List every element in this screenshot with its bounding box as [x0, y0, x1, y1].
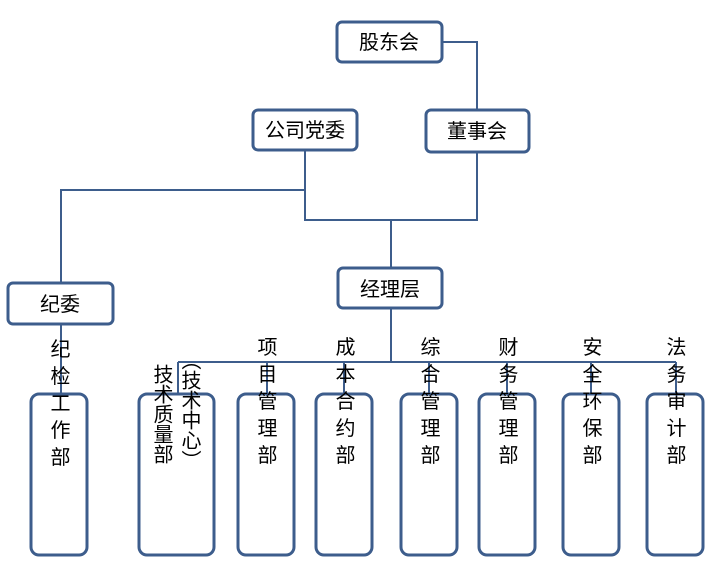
node-project-mgmt-dept: 项目管理部 — [236, 337, 296, 557]
node-management-label: 经理层 — [360, 277, 420, 301]
node-legal-audit-dept: 法务审计部 — [645, 336, 705, 557]
connector-party-to-management — [304, 150, 391, 221]
node-general-mgmt-dept-label: 综合管理部 — [417, 336, 441, 471]
node-cost-contract-dept-label: 成本合约部 — [332, 336, 356, 471]
node-tech-quality-dept-note: （技术中心） — [178, 350, 202, 470]
node-safety-env-dept-label: 安全环保部 — [579, 336, 603, 471]
node-shareholders: 股东会 — [335, 20, 444, 64]
node-discipline-dept: 纪检工作部 — [29, 338, 89, 557]
node-discipline-committee-label: 纪委 — [40, 292, 80, 316]
connector-dept-drops — [177, 362, 677, 394]
node-board-label: 董事会 — [447, 119, 507, 143]
node-finance-mgmt-dept-label: 财务管理部 — [495, 336, 519, 471]
node-cost-contract-dept: 成本合约部 — [314, 336, 374, 557]
node-safety-env-dept: 安全环保部 — [561, 336, 621, 557]
node-finance-mgmt-dept: 财务管理部 — [477, 336, 537, 557]
connector-management-bus — [178, 308, 676, 363]
node-discipline-committee: 纪委 — [6, 281, 115, 326]
connectors — [60, 41, 677, 394]
node-legal-audit-dept-label: 法务审计部 — [663, 336, 687, 471]
node-party-committee-label: 公司党委 — [265, 118, 345, 142]
node-board: 董事会 — [424, 108, 531, 154]
node-project-mgmt-dept-label: 项目管理部 — [254, 337, 278, 472]
connector-board-to-management — [390, 152, 478, 268]
node-tech-quality-dept-label: 技术质量部 — [150, 364, 174, 464]
node-discipline-dept-label: 纪检工作部 — [47, 338, 71, 473]
node-tech-quality-dept: 技术质量部 （技术中心） — [137, 350, 216, 557]
node-management: 经理层 — [336, 266, 444, 310]
node-party-committee: 公司党委 — [251, 108, 359, 152]
node-general-mgmt-dept: 综合管理部 — [399, 336, 459, 557]
node-shareholders-label: 股东会 — [359, 30, 419, 54]
connector-shareholders-board — [442, 41, 478, 110]
connector-party-to-discipline — [60, 189, 305, 283]
